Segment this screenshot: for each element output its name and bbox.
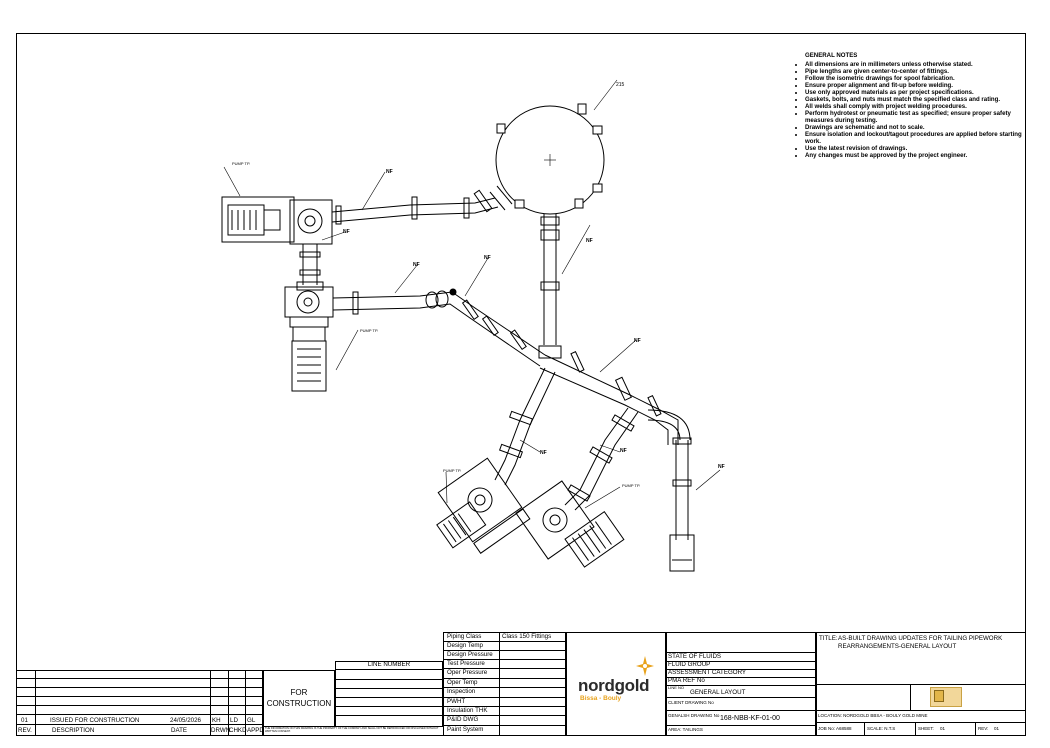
note-item: Ensure proper alignment and fit-up befor… bbox=[805, 82, 1023, 89]
rev-header: REV. bbox=[18, 727, 32, 734]
inspection-label: Inspection bbox=[447, 688, 476, 695]
general-notes-title: GENERAL NOTES bbox=[805, 52, 858, 59]
general-notes-list: All dimensions are in millimeters unless… bbox=[795, 61, 1023, 159]
revision-block bbox=[16, 670, 263, 736]
chkd-header: CHKD bbox=[229, 727, 247, 734]
status-label: FOR CONSTRUCTION bbox=[266, 688, 332, 708]
line-tag-8: NF bbox=[620, 448, 627, 454]
piping-table bbox=[443, 632, 566, 736]
rev-checked: LD bbox=[230, 717, 238, 724]
line-no-value: GENERAL LAYOUT bbox=[690, 689, 746, 696]
nordgold-star-icon bbox=[636, 656, 654, 676]
tank-circle bbox=[495, 105, 605, 215]
status-box bbox=[263, 670, 335, 727]
line-tag-5: NF bbox=[586, 238, 593, 244]
insulation-label: Insulation THK bbox=[447, 707, 488, 714]
title-label: TITLE: bbox=[819, 635, 838, 642]
note-item: Pipe lengths are given center-to-center … bbox=[805, 68, 1023, 75]
fluid-group-label: FLUID GROUP bbox=[668, 661, 711, 668]
line-tag-3: NF bbox=[413, 262, 420, 268]
pwht-label: PWHT bbox=[447, 698, 466, 705]
location-label: LOCATION: NORDGOLD BBSA - BOULY GOLD MIN… bbox=[818, 713, 928, 718]
note-item: Follow the isometric drawings for spool … bbox=[805, 75, 1023, 82]
note-item: Ensure isolation and lockout/tagout proc… bbox=[805, 131, 1023, 145]
company-logo-text: nordgold bbox=[578, 676, 650, 695]
line-no-label: LINE NO bbox=[668, 685, 685, 690]
disclaimer-text: THE INFORMATION ON THIS DRAWING IS THE P… bbox=[265, 727, 439, 733]
logo-box bbox=[566, 632, 666, 736]
title-rev-number: 01 bbox=[994, 726, 1000, 731]
tank-tag: 215 bbox=[616, 82, 625, 88]
appd-header: APPD bbox=[247, 727, 264, 734]
note-item: Use only approved materials as per proje… bbox=[805, 89, 1023, 96]
design-pressure-label: Design Pressure bbox=[447, 651, 493, 658]
drwn-header: DRWN bbox=[211, 727, 231, 734]
fluid-block bbox=[666, 632, 816, 736]
description-header: DESCRIPTION bbox=[52, 727, 95, 734]
note-item: All dimensions are in millimeters unless… bbox=[805, 61, 1023, 68]
piping-class-label: Piping Class bbox=[447, 633, 482, 640]
line-tag-1: NF bbox=[386, 169, 393, 175]
pump-tag-top: PUMP TP. bbox=[232, 161, 250, 166]
line-tag-4: NF bbox=[484, 255, 491, 261]
rev-description: ISSUED FOR CONSTRUCTION bbox=[50, 717, 140, 724]
line-number-block bbox=[335, 661, 443, 727]
piping-class-value: Class 150 Fittings bbox=[502, 633, 552, 640]
date-header: DATE bbox=[171, 727, 188, 734]
pid-dwg-label: P&ID DWG bbox=[447, 716, 479, 723]
note-item: Any changes must be approved by the proj… bbox=[805, 152, 1023, 159]
job-number: JOB No: A68588 bbox=[818, 726, 852, 731]
rev-label: REV: bbox=[978, 726, 989, 731]
general-notes: GENERAL NOTES All dimensions are in mill… bbox=[795, 52, 1023, 159]
rev-drawn: KH bbox=[212, 717, 221, 724]
state-of-fluids-label: STATE OF FLUIDS bbox=[668, 653, 722, 660]
drawing-number: 168-NBB-KF-01-00 bbox=[720, 715, 780, 722]
assessment-category-label: ASSESSMENT CATEGORY bbox=[668, 669, 747, 676]
note-item: Use the latest revision of drawings. bbox=[805, 145, 1023, 152]
sheet-label: SHEET: bbox=[918, 726, 934, 731]
sheet-number: 01 bbox=[940, 726, 946, 731]
pma-ref-label: PMA REF No bbox=[668, 677, 705, 684]
note-item: All welds shall comply with project weld… bbox=[805, 103, 1023, 110]
title-line-1: AS-BUILT DRAWING UPDATES FOR TAILING PIP… bbox=[838, 635, 1003, 642]
area-label: AREA: TAILINGS bbox=[668, 727, 703, 732]
note-item: Gaskets, bolts, and nuts must match the … bbox=[805, 96, 1023, 103]
scale-label: SCALE: N.T.S bbox=[867, 726, 896, 731]
rev-number: 01 bbox=[21, 717, 28, 724]
test-pressure-label: Test Pressure bbox=[447, 660, 485, 667]
pump-tag-bottom-right: PUMP TP. bbox=[622, 483, 640, 488]
note-item: Perform hydrotest or pneumatic test as s… bbox=[805, 110, 1023, 124]
line-tag-6: NF bbox=[634, 338, 641, 344]
line-number-label: LINE NUMBER bbox=[367, 661, 411, 668]
line-tag-7: NF bbox=[540, 450, 547, 456]
client-drawing-label: CLIENT DRAWING No bbox=[668, 700, 714, 705]
oper-pressure-label: Oper Pressure bbox=[447, 669, 488, 676]
company-subtitle: Bissa - Bouly bbox=[580, 695, 622, 702]
line-tag-2: NF bbox=[343, 229, 350, 235]
note-item: Drawings are schematic and not to scale. bbox=[805, 124, 1023, 131]
title-line-2: REARRANGEMENTS-GENERAL LAYOUT bbox=[838, 643, 957, 650]
oper-temp-label: Oper Temp bbox=[447, 679, 478, 686]
design-temp-label: Design Temp bbox=[447, 642, 483, 649]
pump-tag-left: PUMP TP. bbox=[360, 328, 378, 333]
pump-tag-bottom-left: PUMP TP. bbox=[443, 468, 461, 473]
rev-date: 24/05/2026 bbox=[170, 717, 201, 724]
line-tag-9: NF bbox=[718, 464, 725, 470]
paint-system-label: Paint System bbox=[447, 726, 484, 733]
drawing-no-label: GENALSH DRAWING No bbox=[668, 713, 720, 718]
rev-approved: GL bbox=[247, 717, 256, 724]
